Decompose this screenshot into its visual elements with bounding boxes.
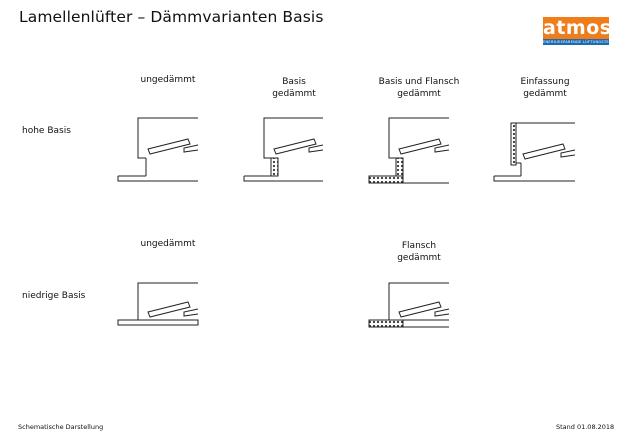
header-high-basis-flange-insulated: Basis und Flansch gedämmt xyxy=(378,77,460,99)
logo-wordmark: atmos xyxy=(543,17,612,39)
header-low-uninsulated: ungedämmt xyxy=(140,239,196,249)
atmos-logo: atmos ENERGIESPARENDE LÜFTUNGSTECHNIK xyxy=(543,17,612,47)
diagram-high-basis-insulated xyxy=(243,117,324,182)
diagram-high-uninsulated xyxy=(117,117,199,182)
header-high-uninsulated: ungedämmt xyxy=(140,75,196,85)
footer-note: Schematische Darstellung xyxy=(18,423,104,431)
footer-date: Stand 01.08.2018 xyxy=(556,423,615,431)
diagram-low-uninsulated xyxy=(117,282,199,326)
header-high-basis-insulated: Basis gedämmt xyxy=(272,77,316,99)
header-low-flange-insulated: Flansch gedämmt xyxy=(397,241,441,263)
page-title: Lamellenlüfter – Dämmvarianten Basis xyxy=(19,8,324,26)
diagram-high-frame-insulated xyxy=(493,122,576,182)
diagram-high-basis-flange-insulated xyxy=(368,117,450,184)
diagram-low-flange-insulated xyxy=(368,282,450,328)
header-high-frame-insulated: Einfassung gedämmt xyxy=(520,77,570,99)
row-label-high-base: hohe Basis xyxy=(22,126,71,136)
logo-tagline: ENERGIESPARENDE LÜFTUNGSTECHNIK xyxy=(543,40,609,44)
row-label-low-base: niedrige Basis xyxy=(22,291,86,301)
